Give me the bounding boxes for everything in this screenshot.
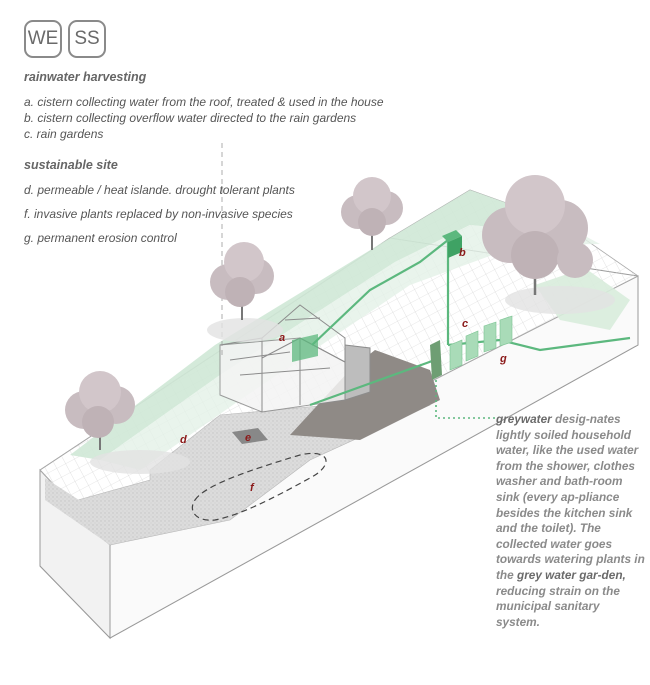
site-item-d: d. permeable / heat islande. drought tol… bbox=[24, 183, 295, 197]
f-zone-outline bbox=[191, 452, 327, 521]
tree bbox=[207, 242, 283, 342]
cistern-g bbox=[430, 340, 442, 380]
greywater-text-2: reducing strain on the municipal sanitar… bbox=[496, 583, 620, 629]
label-f: f bbox=[250, 482, 255, 494]
rain-garden-blocks bbox=[449, 315, 513, 371]
label-a: a bbox=[279, 332, 285, 344]
rainwater-item-b: b. cistern collecting overflow water dir… bbox=[24, 111, 357, 125]
cistern-a bbox=[292, 334, 318, 362]
greywater-term-2: grey water gar-den, bbox=[516, 567, 626, 582]
site-item-g: g. permanent erosion control bbox=[24, 231, 177, 245]
greywater-description: greywater desig-nates lightly soiled hou… bbox=[496, 412, 646, 630]
badge-ss: SS bbox=[68, 20, 106, 58]
greywater-term: greywater bbox=[496, 412, 552, 426]
label-c: c bbox=[462, 318, 468, 330]
label-g: g bbox=[499, 353, 507, 365]
e-element bbox=[232, 428, 268, 444]
tree bbox=[341, 177, 403, 250]
rainwater-item-c: c. rain gardens bbox=[24, 127, 104, 141]
site-heading: sustainable site bbox=[24, 158, 118, 172]
rainwater-heading: rainwater harvesting bbox=[24, 70, 147, 84]
credit-badges: WE SS bbox=[24, 20, 106, 58]
cistern-b bbox=[442, 230, 462, 258]
greywater-text-1: desig-nates lightly soiled household wat… bbox=[496, 412, 645, 582]
tree bbox=[65, 371, 190, 474]
tree bbox=[482, 175, 615, 314]
label-e: e bbox=[245, 432, 251, 444]
badge-we: WE bbox=[24, 20, 62, 58]
site-item-f: f. invasive plants replaced by non-invas… bbox=[24, 207, 293, 221]
label-b: b bbox=[459, 247, 466, 259]
rainwater-item-a: a. cistern collecting water from the roo… bbox=[24, 95, 384, 109]
label-d: d bbox=[180, 434, 187, 446]
